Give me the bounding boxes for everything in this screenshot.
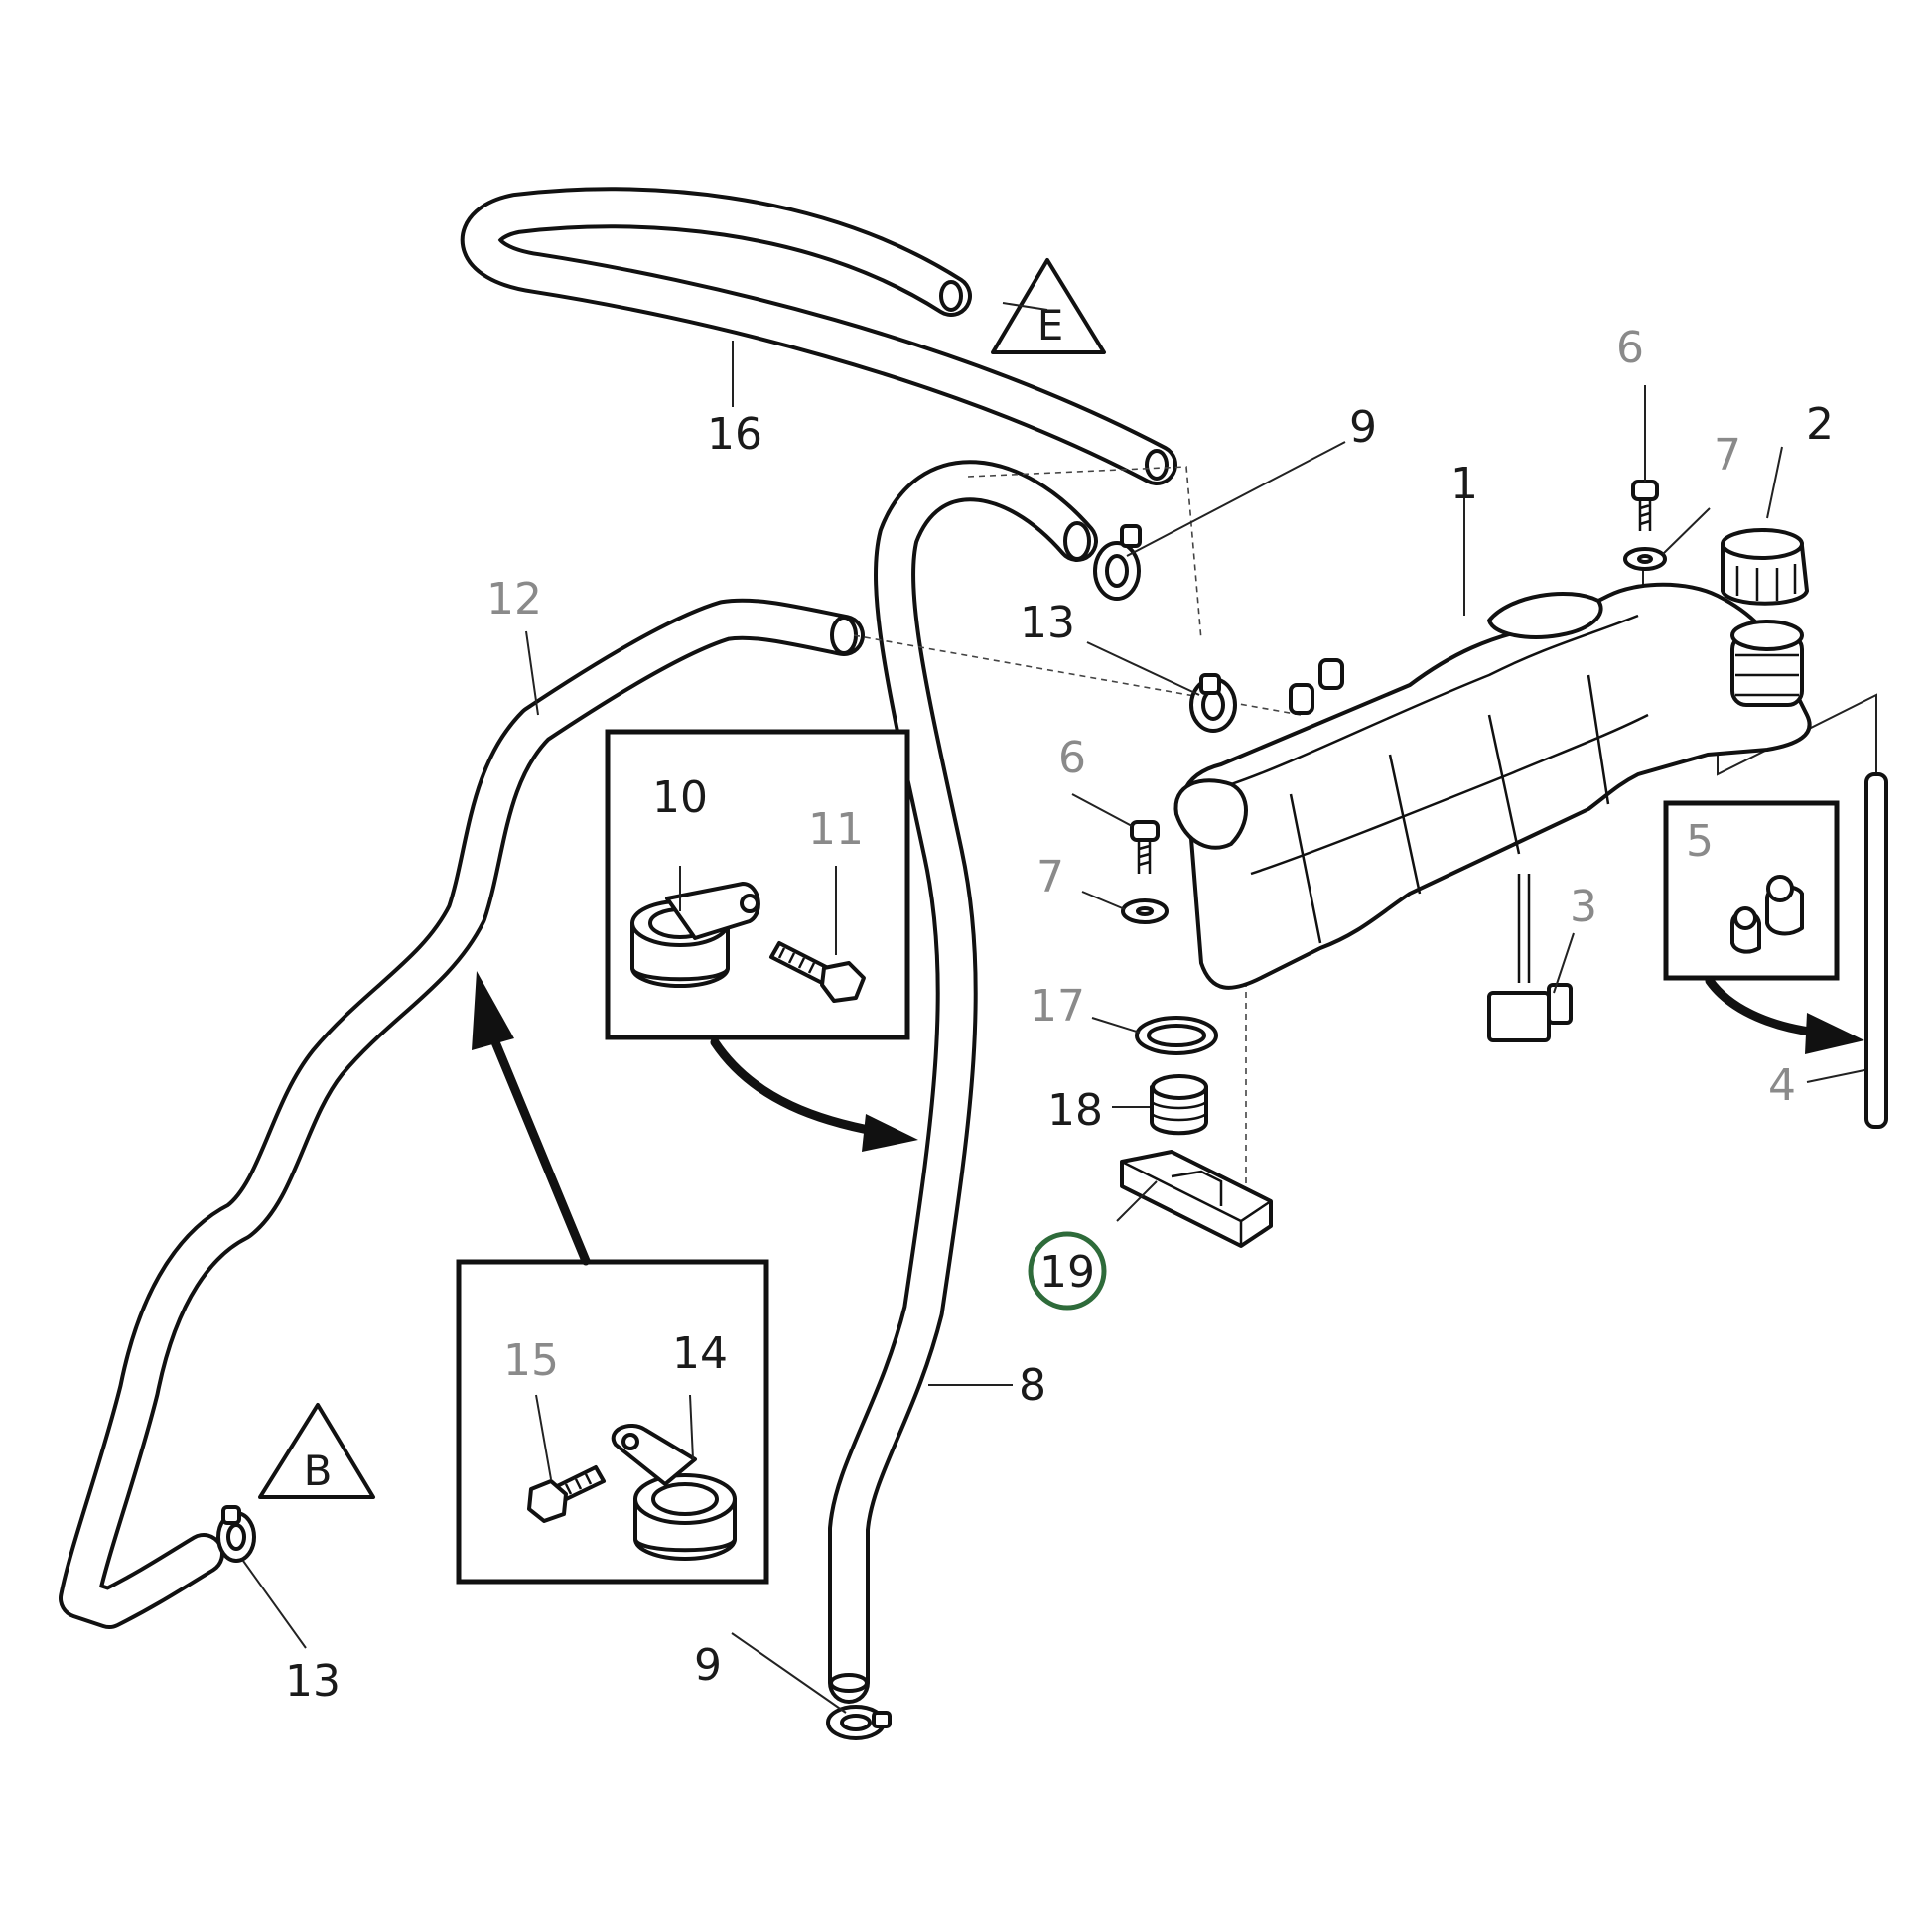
washer-7-mid xyxy=(1121,898,1169,924)
callout-labels: 1 2 3 4 5 6 6 7 7 8 9 9 10 11 12 13 13 1… xyxy=(285,323,1834,1707)
callout-13-mid: 13 xyxy=(1020,598,1075,648)
callout-2: 2 xyxy=(1806,399,1834,450)
highlight-circle-19 xyxy=(1028,1231,1107,1311)
callout-7-top: 7 xyxy=(1714,430,1741,481)
callout-16: 16 xyxy=(707,409,762,460)
rod-4 xyxy=(1864,772,1888,1129)
callout-9-top: 9 xyxy=(1349,402,1377,453)
callout-13-bottom: 13 xyxy=(285,1656,341,1707)
screw-6-mid xyxy=(1130,820,1160,874)
callout-17: 17 xyxy=(1030,981,1085,1032)
hose-8 xyxy=(828,460,1098,1704)
callout-9-bottom: 9 xyxy=(694,1640,722,1691)
reference-triangle-e: E xyxy=(991,258,1106,354)
screw-6-top xyxy=(1631,480,1659,531)
reference-triangle-b: B xyxy=(258,1403,375,1499)
level-sensor xyxy=(1487,874,1573,1042)
callout-6-mid: 6 xyxy=(1058,733,1086,783)
callout-14: 14 xyxy=(672,1328,728,1379)
callout-11: 11 xyxy=(808,804,864,855)
callout-7-mid: 7 xyxy=(1036,852,1064,902)
o-ring-17 xyxy=(1135,1016,1218,1055)
callout-8: 8 xyxy=(1019,1360,1046,1411)
hose-16 xyxy=(460,187,1177,485)
clamp-9-bottom xyxy=(826,1705,892,1740)
arrow-box10-to-hose8 xyxy=(710,1037,918,1152)
mounting-pad-19 xyxy=(1120,1150,1273,1248)
inset-box-clip-5 xyxy=(1663,800,1840,981)
leader-lines xyxy=(242,302,1865,1714)
callout-15: 15 xyxy=(503,1335,559,1386)
arrow-box5-to-rod4 xyxy=(1705,976,1864,1054)
clamp-13-bottom xyxy=(216,1505,256,1563)
callout-12: 12 xyxy=(486,574,542,624)
svg-text:B: B xyxy=(304,1447,333,1495)
callout-4: 4 xyxy=(1768,1060,1796,1111)
clamp-13-mid xyxy=(1189,673,1237,733)
filler-neck xyxy=(1730,620,1804,707)
callout-3: 3 xyxy=(1570,882,1597,932)
washer-7-top xyxy=(1623,547,1667,571)
inset-box-clip-14-15 xyxy=(456,1259,769,1585)
callout-19: 19 xyxy=(1039,1247,1095,1298)
arrow-box14-to-hose12 xyxy=(472,971,591,1266)
callout-5: 5 xyxy=(1686,816,1714,867)
callout-6-top: 6 xyxy=(1616,323,1644,373)
callout-10: 10 xyxy=(652,772,708,823)
plug-18 xyxy=(1150,1074,1208,1136)
expansion-tank xyxy=(1173,582,1812,990)
inset-box-clip-10-11 xyxy=(605,729,910,1040)
filler-cap xyxy=(1721,528,1809,606)
callout-1: 1 xyxy=(1450,459,1478,509)
clamp-9-top xyxy=(1093,524,1142,601)
callout-18: 18 xyxy=(1047,1085,1103,1136)
